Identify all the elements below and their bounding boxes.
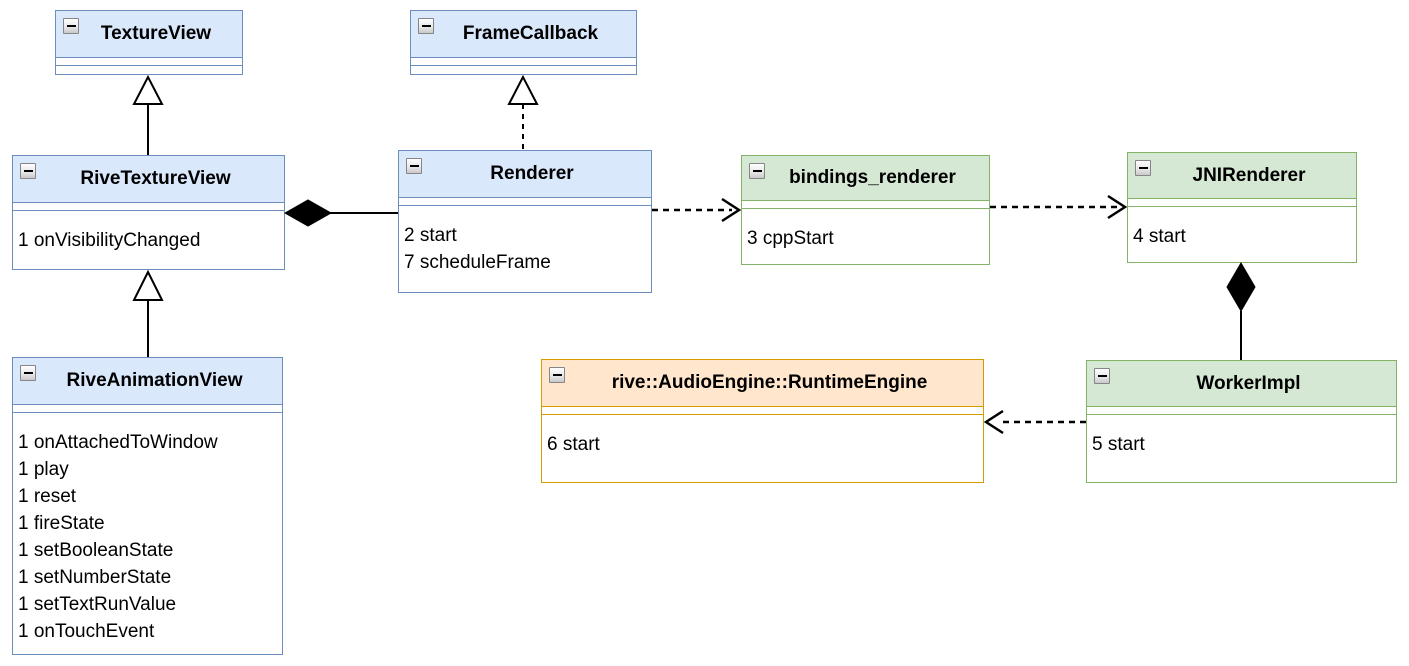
connector-composition-rivetextureview-renderer	[283, 199, 398, 227]
class-header: Renderer	[399, 151, 651, 198]
methods-compartment: 6 start	[542, 415, 983, 482]
class-rive-texture-view[interactable]: RiveTextureView 1 onVisibilityChanged	[12, 155, 285, 270]
collapse-minus-icon[interactable]	[406, 158, 422, 174]
method-item: 1 setBooleanState	[18, 540, 174, 561]
attributes-compartment-empty	[542, 407, 983, 415]
class-header: RiveAnimationView	[13, 358, 282, 405]
hollow-triangle-arrowhead-icon	[132, 269, 164, 301]
method-item: 3 cppStart	[747, 228, 834, 249]
class-title: WorkerImpl	[1196, 372, 1301, 394]
class-title: bindings_renderer	[789, 167, 956, 188]
attributes-compartment-empty	[742, 201, 989, 209]
method-item: 1 reset	[18, 486, 77, 507]
minus-bar	[421, 25, 431, 27]
class-title: TextureView	[100, 23, 212, 44]
method-item: 1 onTouchEvent	[18, 621, 155, 642]
class-header: JNIRenderer	[1128, 153, 1356, 199]
methods-compartment: 2 start 7 scheduleFrame	[399, 206, 651, 292]
attributes-compartment-empty	[56, 58, 242, 66]
method-item: 4 start	[1133, 226, 1186, 247]
method-item: 1 onVisibilityChanged	[18, 230, 201, 251]
method-item: 1 setTextRunValue	[18, 594, 177, 615]
class-jni-renderer[interactable]: JNIRenderer 4 start	[1127, 152, 1357, 263]
collapse-minus-icon[interactable]	[1094, 368, 1110, 384]
method-item: 1 onAttachedToWindow	[18, 432, 218, 453]
methods-compartment-empty	[56, 66, 242, 74]
method-item: 7 scheduleFrame	[404, 252, 551, 273]
minus-bar	[23, 170, 33, 172]
class-renderer[interactable]: Renderer 2 start 7 scheduleFrame	[398, 150, 652, 293]
connector-dependency-renderer-to-bindings-renderer	[652, 197, 742, 223]
class-header: FrameCallback	[411, 11, 636, 58]
class-header: TextureView	[56, 11, 242, 58]
class-bindings-renderer[interactable]: bindings_renderer 3 cppStart	[741, 155, 990, 265]
open-arrowhead-icon	[1107, 194, 1128, 220]
open-arrowhead-icon	[983, 409, 1004, 435]
class-rive-animation-view[interactable]: RiveAnimationView 1 onAttachedToWindow 1 p…	[12, 357, 283, 655]
method-item: 1 fireState	[18, 513, 105, 534]
methods-compartment: 5 start	[1087, 415, 1396, 482]
connector-composition-jnirenderer-workerimpl	[1226, 262, 1256, 360]
attributes-compartment-empty	[13, 203, 284, 211]
methods-compartment: 1 onAttachedToWindow 1 play 1 reset 1 fireS…	[13, 413, 282, 654]
connector-generalization-rivetextureview-to-textureview	[132, 74, 164, 155]
method-item: 6 start	[547, 434, 600, 455]
connector-dependency-workerimpl-to-runtimeengine	[983, 409, 1086, 435]
hollow-triangle-arrowhead-icon	[132, 74, 164, 105]
minus-bar	[552, 374, 562, 376]
methods-compartment: 3 cppStart	[742, 209, 989, 264]
class-header: rive::AudioEngine::RuntimeEngine	[542, 360, 983, 407]
minus-bar	[1138, 167, 1148, 169]
class-title: FrameCallback	[462, 23, 599, 44]
minus-bar	[409, 165, 419, 167]
methods-compartment: 4 start	[1128, 207, 1356, 262]
class-title: RiveTextureView	[80, 168, 231, 189]
collapse-minus-icon[interactable]	[20, 163, 36, 179]
minus-bar	[23, 372, 33, 374]
collapse-minus-icon[interactable]	[749, 163, 765, 179]
class-title: Renderer	[490, 163, 574, 184]
attributes-compartment-empty	[13, 405, 282, 413]
filled-diamond-icon	[283, 199, 333, 227]
class-title: JNIRenderer	[1192, 164, 1306, 186]
minus-bar	[752, 170, 762, 172]
collapse-minus-icon[interactable]	[63, 18, 79, 34]
method-item: 1 setNumberState	[18, 567, 172, 588]
filled-diamond-icon	[1226, 262, 1256, 312]
hollow-triangle-arrowhead-icon	[507, 74, 539, 105]
connector-dependency-bindings-renderer-to-jnirenderer	[990, 194, 1128, 220]
method-item: 2 start	[404, 225, 457, 246]
attributes-compartment-empty	[411, 58, 636, 66]
collapse-minus-icon[interactable]	[20, 365, 36, 381]
collapse-minus-icon[interactable]	[1135, 160, 1151, 176]
minus-bar	[1097, 375, 1107, 377]
methods-compartment: 1 onVisibilityChanged	[13, 211, 284, 269]
class-frame-callback[interactable]: FrameCallback	[410, 10, 637, 75]
class-header: WorkerImpl	[1087, 361, 1396, 407]
method-item: 5 start	[1092, 434, 1145, 455]
connector-realization-renderer-to-framecallback	[507, 74, 539, 150]
class-worker-impl[interactable]: WorkerImpl 5 start	[1086, 360, 1397, 483]
minus-bar	[66, 25, 76, 27]
class-title: RiveAnimationView	[66, 370, 243, 391]
attributes-compartment-empty	[1128, 199, 1356, 207]
collapse-minus-icon[interactable]	[418, 18, 434, 34]
collapse-minus-icon[interactable]	[549, 367, 565, 383]
methods-compartment-empty	[411, 66, 636, 74]
attributes-compartment-empty	[1087, 407, 1396, 415]
class-header: bindings_renderer	[742, 156, 989, 201]
connector-generalization-riveanimationview-to-rivetextureview	[132, 269, 164, 357]
attributes-compartment-empty	[399, 198, 651, 206]
open-arrowhead-icon	[721, 197, 742, 223]
class-title: rive::AudioEngine::RuntimeEngine	[611, 372, 928, 393]
method-item: 1 play	[18, 459, 69, 480]
class-header: RiveTextureView	[13, 156, 284, 203]
class-texture-view[interactable]: TextureView	[55, 10, 243, 75]
